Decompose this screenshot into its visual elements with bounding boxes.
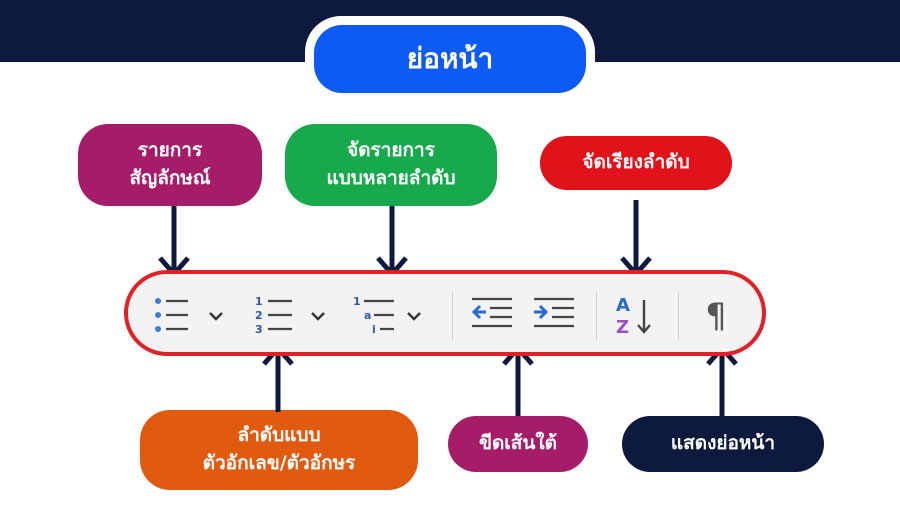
numbering-digit-2: 2: [255, 309, 263, 322]
label-bullets-line2: สัญลักษณ์: [129, 167, 211, 189]
page-title: ย่อหน้า: [314, 25, 586, 93]
label-sort: จัดเรียงลำดับ: [540, 136, 732, 190]
chevron-down-icon: [407, 312, 421, 321]
chevron-down-icon: [311, 312, 325, 321]
numbering-icon: 1 2 3: [255, 295, 325, 336]
label-numbering-line2: ตัวอักเลข/ตัวอักษร: [202, 452, 356, 474]
numbering-button[interactable]: 1 2 3: [252, 292, 334, 338]
sort-button[interactable]: A Z: [612, 292, 658, 338]
label-show-marks: แสดงย่อหน้า: [622, 416, 824, 472]
multilevel-list-icon: 1 a i: [353, 295, 421, 336]
chevron-down-icon: [209, 312, 223, 321]
label-bullets-line1: รายการ: [137, 139, 203, 162]
multilevel-digit-a: a: [364, 309, 371, 322]
decrease-indent-icon: [471, 297, 512, 328]
increase-indent-button[interactable]: [532, 294, 576, 336]
bullets-icon: [155, 298, 223, 332]
label-multilevel-line2: แบบหลายลำดับ: [326, 167, 456, 189]
multilevel-digit-1: 1: [353, 295, 361, 308]
increase-indent-icon: [534, 297, 574, 328]
decrease-indent-button[interactable]: [470, 294, 514, 336]
multilevel-list-button[interactable]: 1 a i: [350, 292, 432, 338]
numbering-digit-3: 3: [255, 323, 263, 336]
label-underline-text: ขีดเส้นใต้: [478, 432, 558, 455]
label-numbering-line1: ลำดับแบบ: [237, 424, 321, 447]
label-bullets: รายการ สัญลักษณ์: [78, 124, 262, 206]
toolbar-separator-1: [452, 292, 453, 340]
sort-letter-a: A: [616, 295, 630, 316]
label-multilevel-line1: จัดรายการ: [347, 139, 435, 162]
label-sort-text: จัดเรียงลำดับ: [582, 151, 690, 174]
label-multilevel: จัดรายการ แบบหลายลำดับ: [285, 124, 497, 206]
sort-letter-z: Z: [616, 317, 629, 338]
multilevel-digit-i: i: [372, 323, 376, 336]
toolbar-separator-3: [678, 292, 679, 340]
sort-icon: A Z: [616, 295, 651, 338]
label-show-marks-text: แสดงย่อหน้า: [670, 432, 776, 455]
paragraph-toolbar: [124, 270, 766, 356]
numbering-digit-1: 1: [255, 295, 263, 308]
show-marks-button[interactable]: ¶: [696, 294, 736, 338]
bullets-button[interactable]: [150, 292, 232, 338]
pilcrow-icon: ¶: [705, 296, 727, 336]
label-numbering: ลำดับแบบ ตัวอักเลข/ตัวอักษร: [140, 410, 418, 490]
toolbar-separator-2: [596, 292, 597, 340]
label-underline: ขีดเส้นใต้: [448, 416, 588, 472]
